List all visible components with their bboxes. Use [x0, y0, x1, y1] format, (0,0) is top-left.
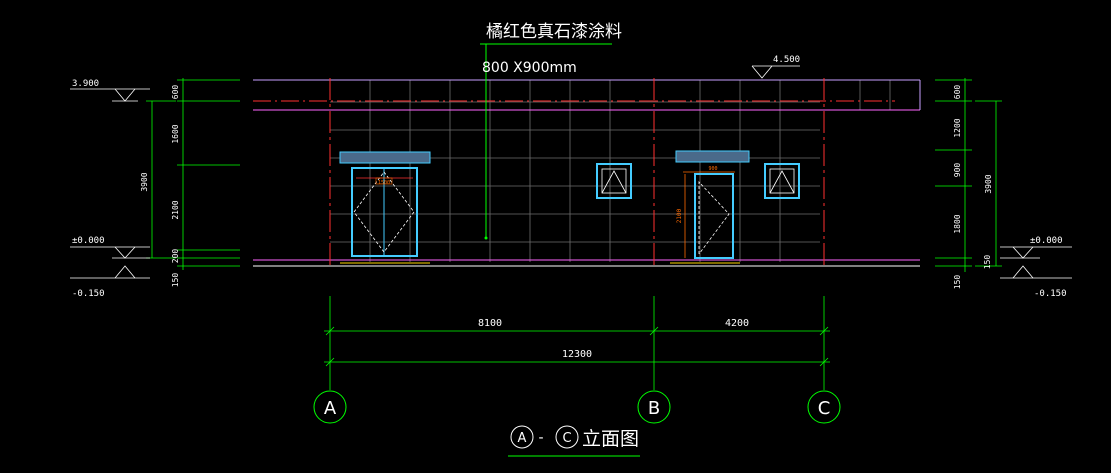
left-elevation-markers: 3.900 ±0.000 -0.150	[70, 79, 150, 299]
title-dash: -	[538, 430, 543, 446]
dim-right-1800: 1800	[953, 214, 962, 233]
title-axis-from: A	[518, 431, 527, 446]
right-dimension-texts: 600 1200 900 1800 150 150 3900	[953, 85, 993, 290]
roof-outline	[253, 79, 921, 111]
drawing-title: A - C 立面图	[508, 425, 640, 457]
right-elevation-markers: 4.500 ±0.000 -0.150	[751, 55, 1072, 299]
bottom-dimension-lines	[324, 326, 830, 367]
bottom-dimension-texts: 8100 4200 12300	[478, 318, 749, 360]
dim-right-1200: 1200	[953, 118, 962, 137]
facade-grid	[330, 80, 891, 262]
elev-right-top: 4.500	[773, 55, 800, 65]
dim-left-200: 200	[171, 249, 180, 264]
material-label: 橘红色真石漆涂料	[486, 22, 622, 42]
left-dimension-texts: 600 1600 2100 200 150 3900	[140, 85, 180, 288]
right-door-width-label: 900	[708, 166, 717, 172]
right-window	[764, 163, 800, 199]
axis-label-c: C	[818, 398, 831, 419]
dim-left-total: 3900	[140, 172, 149, 191]
dim-left-1600: 1600	[171, 124, 180, 143]
elev-left-bottom: -0.150	[72, 289, 105, 299]
axis-center-lines	[329, 78, 825, 268]
ground-lines	[253, 259, 920, 267]
dim-right-900: 900	[953, 163, 962, 178]
right-door-canopy	[675, 150, 750, 163]
left-door-width-label: 1500	[378, 180, 390, 186]
title-axis-to: C	[562, 431, 571, 446]
dim-left-150: 150	[171, 273, 180, 288]
elev-right-bottom: -0.150	[1034, 289, 1067, 299]
axis-bubble-a: A	[313, 390, 347, 424]
dim-right-total: 3900	[984, 174, 993, 193]
elev-right-ground: ±0.000	[1030, 236, 1063, 246]
left-door-canopy	[339, 151, 431, 164]
left-door: 1500	[339, 151, 431, 257]
tile-size-label: 800 X900mm	[482, 60, 577, 76]
dim-right-150a: 150	[983, 255, 992, 270]
dim-left-600: 600	[171, 85, 180, 100]
right-dimension-chain	[935, 78, 1002, 272]
right-door: 900 2100	[675, 150, 750, 259]
dim-right-600: 600	[953, 85, 962, 100]
axis-label-a: A	[324, 398, 337, 419]
axis-extension-lines	[329, 296, 825, 390]
dim-left-2100: 2100	[171, 200, 180, 219]
material-annotation: 橘红色真石漆涂料 800 X900mm	[480, 22, 622, 240]
elev-left-top: 3.900	[72, 79, 99, 89]
dim-bottom-4200: 4200	[725, 318, 749, 329]
dim-right-150b: 150	[953, 275, 962, 290]
elev-left-ground: ±0.000	[72, 236, 105, 246]
axis-label-b: B	[648, 398, 660, 419]
left-dimension-chain	[146, 78, 240, 270]
dim-bottom-8100: 8100	[478, 318, 502, 329]
title-suffix: 立面图	[582, 428, 639, 450]
left-window	[596, 163, 632, 199]
right-door-height-label: 2100	[676, 208, 683, 223]
axis-bubble-b: B	[637, 390, 671, 424]
right-door-frame	[694, 173, 734, 259]
dim-bottom-12300: 12300	[562, 349, 592, 360]
axis-bubble-c: C	[807, 390, 841, 424]
